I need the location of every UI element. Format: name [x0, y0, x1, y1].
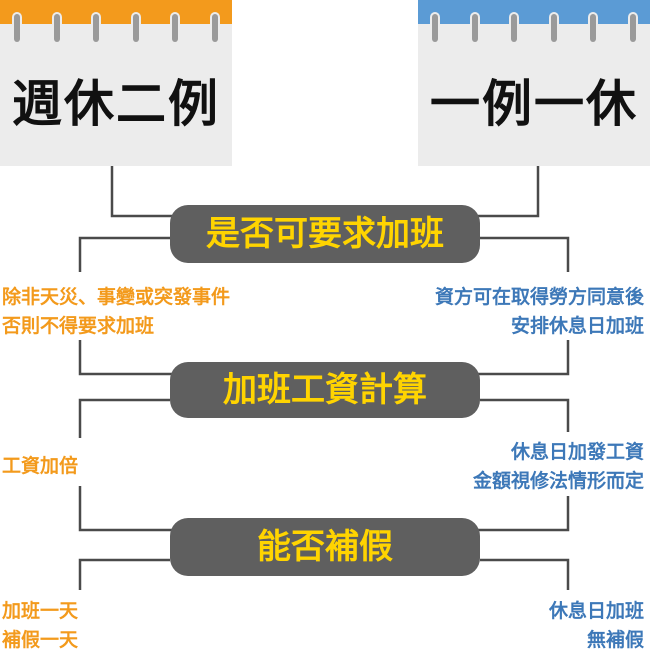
- left-line: 工資加倍: [2, 455, 79, 477]
- connector-pill3-right: [480, 558, 570, 590]
- section-pill-overtime-request: 是否可要求加班: [170, 205, 480, 263]
- calendar-right: 一例一休: [418, 0, 650, 166]
- binder-ring: [211, 14, 218, 42]
- section-pill-overtime-pay: 加班工資計算: [170, 362, 480, 418]
- section-1-left-text: 除非天災、事變或突發事件 否則不得要求加班: [2, 283, 230, 341]
- connector-pill1-right: [480, 236, 570, 272]
- binder-ring: [471, 14, 478, 42]
- calendar-header-bar: [0, 0, 232, 24]
- left-line: 除非天災、事變或突發事件: [2, 286, 231, 308]
- right-line: 金額視修法情形而定: [472, 470, 644, 492]
- section-pill-compensatory-leave: 能否補假: [170, 518, 480, 576]
- right-line: 安排休息日加班: [510, 315, 644, 337]
- connector-pill2-right: [480, 398, 570, 432]
- section-3-left-text: 加班一天 補假一天: [2, 597, 78, 655]
- left-line: 否則不得要求加班: [2, 315, 155, 337]
- connector-pill2-left: [78, 398, 170, 438]
- right-line: 休息日加班: [548, 600, 644, 622]
- section-2-right-text: 休息日加發工資 金額視修法情形而定: [473, 438, 644, 496]
- connector-to-pill3-right: [450, 496, 570, 532]
- calendar-header-bar: [418, 0, 650, 24]
- section-pill-label: 加班工資計算: [223, 370, 427, 410]
- connector-to-pill2-right: [450, 340, 570, 376]
- binder-ring: [53, 14, 60, 42]
- left-line: 補假一天: [2, 629, 79, 651]
- connector-right-calendar: [460, 166, 540, 218]
- binder-ring: [550, 14, 557, 42]
- binder-ring: [629, 14, 636, 42]
- left-line: 加班一天: [2, 600, 79, 622]
- calendar-right-title: 一例一休: [430, 75, 638, 133]
- section-pill-label: 是否可要求加班: [206, 214, 444, 254]
- right-line: 無補假: [586, 629, 644, 651]
- section-3-right-text: 休息日加班 無補假: [549, 597, 644, 655]
- calendar-left: 週休二例: [0, 0, 232, 166]
- binder-ring: [590, 14, 597, 42]
- binder-ring: [14, 14, 20, 42]
- connector-to-pill3-left: [78, 486, 190, 532]
- connector-left-calendar: [110, 166, 190, 218]
- right-line: 休息日加發工資: [510, 441, 644, 463]
- binder-ring: [132, 14, 139, 42]
- right-line: 資方可在取得勞方同意後: [434, 286, 644, 308]
- section-1-right-text: 資方可在取得勞方同意後 安排休息日加班: [435, 283, 644, 341]
- binder-ring: [172, 14, 179, 42]
- binder-ring: [93, 14, 100, 42]
- calendar-binders: [432, 14, 636, 52]
- connector-pill3-left: [78, 558, 170, 590]
- calendar-binders: [14, 14, 218, 52]
- section-2-left-text: 工資加倍: [2, 452, 78, 481]
- connector-pill1-left: [78, 236, 170, 272]
- section-pill-label: 能否補假: [257, 527, 393, 567]
- calendar-left-title: 週休二例: [12, 75, 220, 133]
- binder-ring: [511, 14, 518, 42]
- binder-ring: [432, 14, 438, 42]
- connector-to-pill2-left: [78, 340, 185, 376]
